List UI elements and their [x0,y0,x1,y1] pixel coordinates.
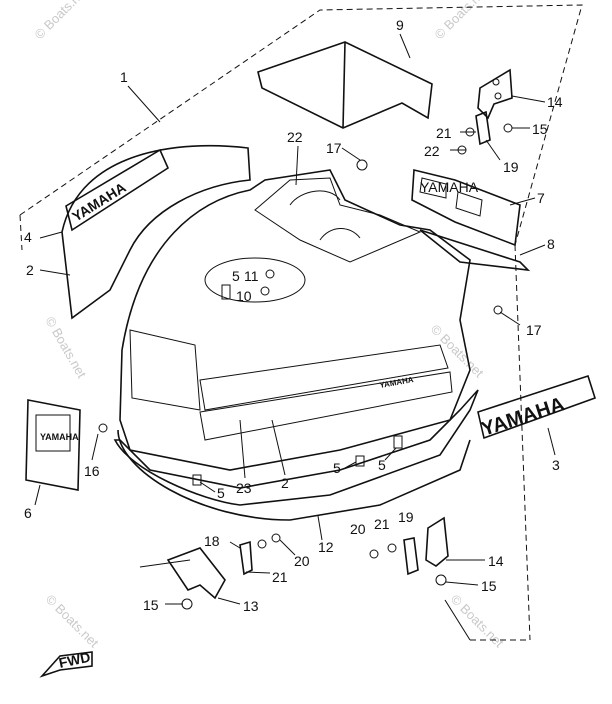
part-label-3: 3 [552,457,560,473]
part-label-19: 19 [503,159,519,175]
part-label-5: 5 [232,268,240,284]
watermark-text: © Boats.net [32,0,91,42]
part-label-22: 22 [287,129,303,145]
part-label-19: 19 [398,509,414,525]
damper-5-lower [192,474,202,486]
part-label-8: 8 [547,236,555,252]
nut-11 [265,269,275,279]
damper-5-right [393,435,403,449]
fwd-arrow-icon [39,651,93,678]
part-label-1: 1 [120,69,128,85]
assembly-boundary [19,4,583,641]
bracket-lower-left [166,547,226,600]
part-label-20: 20 [350,521,366,537]
watermarks: © Boats.net © Boats.net © Boats.net © Bo… [32,0,507,651]
top-cowling [119,169,471,471]
part-labels: 1 9 14 15 21 22 19 22 17 7 8 4 2 5 11 10… [24,17,563,614]
decal-panel-text: YAMAHA [420,179,479,195]
latch-lower-left [239,540,253,576]
nut-lower-right [435,574,447,586]
front-emblem [25,399,81,491]
bracket-hole [492,78,500,86]
washer-lower-right [387,543,397,553]
part-label-14: 14 [488,553,504,569]
watermark-text: © Boats.net [428,322,487,381]
part-label-16: 16 [84,463,100,479]
logo-decal [65,148,170,232]
top-cover-lid [257,41,433,129]
part-label-10: 10 [236,288,252,304]
part-label-22: 22 [424,143,440,159]
nut-upper [503,123,513,133]
part-label-5: 5 [378,457,386,473]
part-label-13: 13 [243,598,259,614]
watermark-text: © Boats.net [43,592,102,651]
part-label-23: 23 [236,480,252,496]
part-label-21: 21 [272,569,288,585]
fwd-label: FWD [57,649,92,671]
damper-5 [221,284,231,300]
cowling-side-text: YAMAHA [379,375,415,390]
part-label-21: 21 [436,125,452,141]
part-label-15: 15 [143,597,159,613]
air-intake [254,177,422,263]
side-strip [419,229,531,272]
side-decal-panel [411,168,521,247]
part-label-20: 20 [294,553,310,569]
screw-lower-right [369,549,379,559]
part-label-17: 17 [526,322,542,338]
watermark-text: © Boats.net [432,0,491,42]
washer-lower-left [257,539,267,549]
part-label-2: 2 [26,262,34,278]
bracket-lower-right [425,516,449,567]
part-label-11: 11 [244,268,259,284]
yamaha-decal [477,374,596,440]
screw-lower-left [271,533,281,543]
part-label-7: 7 [537,190,545,206]
side-panel [129,329,201,411]
part-label-9: 9 [396,17,404,33]
bracket-upper [477,68,513,120]
washer-10 [260,286,270,296]
watermark-text: © Boats.net [42,314,89,381]
part-label-6: 6 [24,505,32,521]
part-label-12: 12 [318,539,334,555]
grommet [98,423,108,433]
part-label-15: 15 [532,121,548,137]
emblem-inset [35,414,71,452]
emblem-text: YAMAHA [40,432,79,442]
part-label-4: 4 [24,229,32,245]
part-label-18: 18 [204,533,220,549]
screw-17-top [356,159,368,171]
leader-lines [34,33,556,641]
part-label-5: 5 [217,485,225,501]
air-intake-duct [289,190,361,241]
watermark-text: © Boats.net [448,592,507,651]
cowling-rim [113,389,479,506]
part-label-5: 5 [333,460,341,476]
latch-upper [475,110,491,146]
part-label-14: 14 [547,94,563,110]
yamaha-decal-text: YAMAHA [479,393,568,440]
bracket-hole [494,92,502,100]
decal-panel-windows [419,177,483,217]
front-band [199,344,453,441]
cowling-recess [204,257,306,303]
damper-5-mid [355,455,365,467]
side-decal-left [61,144,251,320]
part-label-2: 2 [281,475,289,491]
part-label-17: 17 [326,140,342,156]
part-label-15: 15 [481,578,497,594]
screw-17-side [493,305,503,315]
bottom-seal [117,429,471,521]
part-label-21: 21 [374,516,390,532]
nut-lower-left [181,598,193,610]
latch-lower-right [403,537,419,576]
